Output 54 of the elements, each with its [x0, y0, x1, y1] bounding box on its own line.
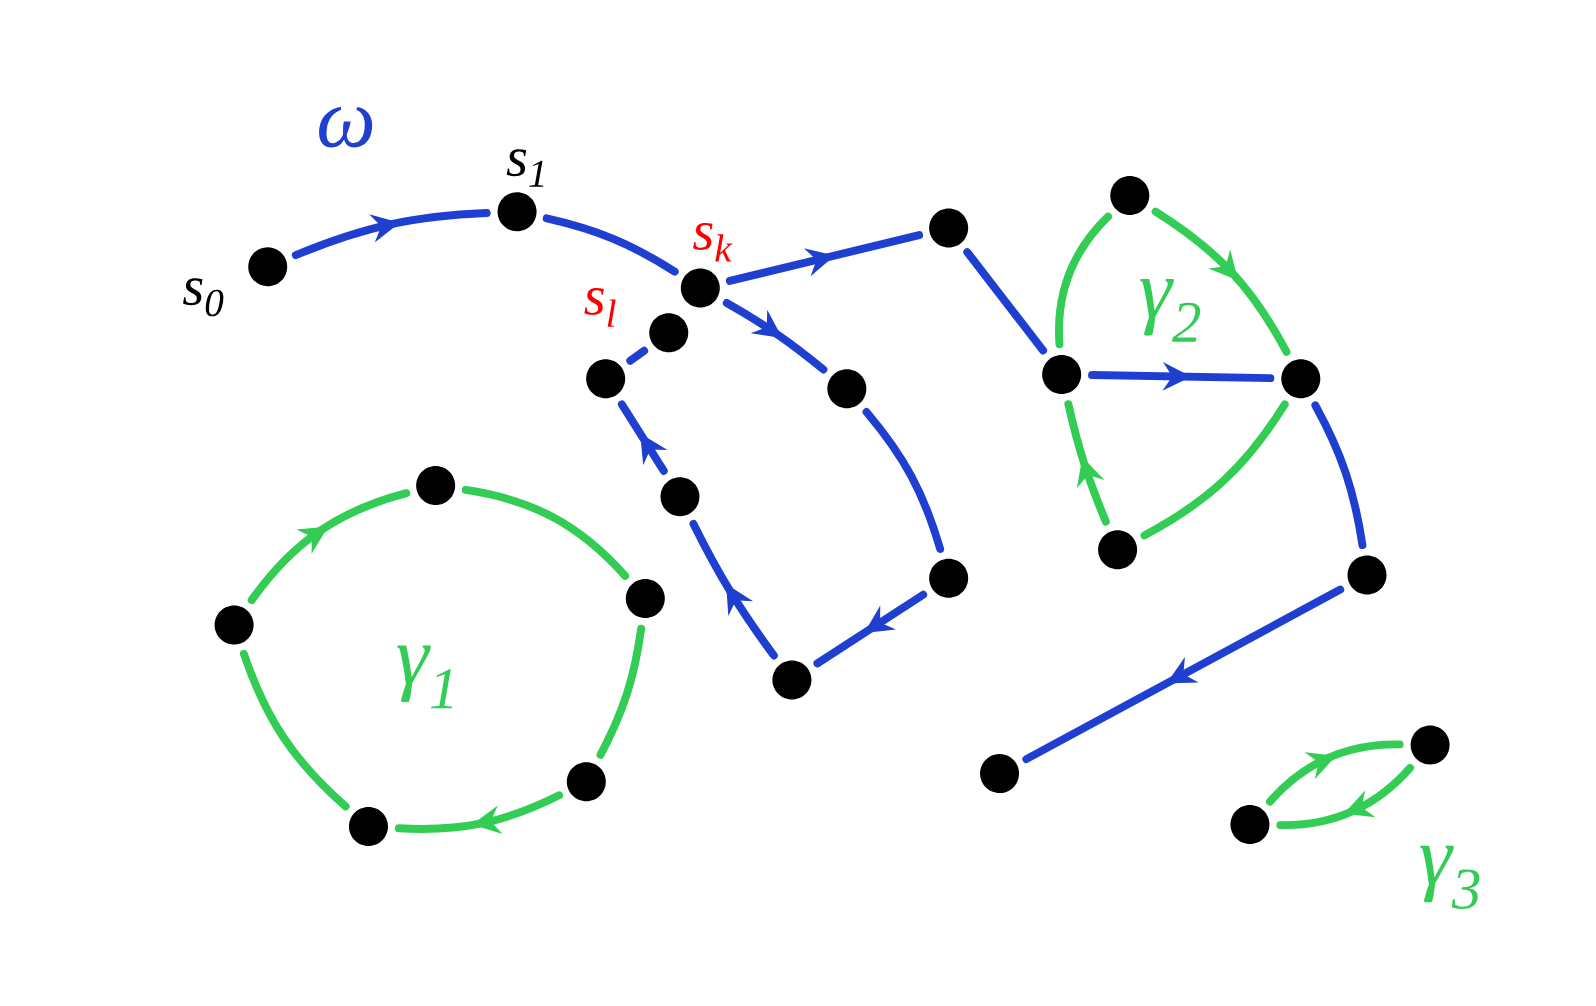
dot	[929, 558, 969, 598]
arrow	[813, 590, 928, 668]
dot	[1230, 804, 1270, 844]
dot	[566, 762, 606, 802]
dot	[1410, 725, 1450, 765]
arrow	[1266, 740, 1404, 806]
dot	[1042, 355, 1082, 395]
vertex-label: s$_{l}$	[584, 288, 616, 327]
dot	[827, 369, 867, 409]
dot	[586, 359, 626, 399]
connector-line	[862, 408, 945, 553]
arrow	[722, 299, 828, 374]
math-symbol: γ$_{2}$	[1140, 279, 1201, 342]
connector-line	[542, 214, 679, 276]
arrow	[1022, 585, 1345, 764]
connector-line	[461, 485, 630, 580]
arrow	[247, 489, 411, 605]
arrow	[1276, 763, 1415, 830]
dot	[1110, 175, 1150, 215]
dot	[416, 466, 456, 505]
vertex-label: s$_{0}$	[183, 278, 224, 317]
math-symbol: γ$_{3}$	[1420, 845, 1480, 910]
dot	[1281, 359, 1321, 399]
arrow	[291, 209, 491, 260]
arrow	[725, 231, 924, 285]
dot	[348, 807, 388, 846]
dot	[214, 605, 254, 645]
arrow	[617, 400, 668, 475]
arrow	[689, 519, 778, 660]
dot	[680, 268, 720, 308]
connector-line	[626, 346, 649, 365]
dot	[1347, 555, 1387, 595]
math-symbol: ω	[319, 107, 373, 148]
connector-line	[1140, 400, 1289, 540]
connector-line	[596, 624, 646, 759]
dot	[248, 247, 288, 287]
dot	[980, 754, 1020, 794]
dot	[1098, 530, 1138, 570]
arrow	[394, 791, 564, 834]
vertex-label: s$_{1}$	[506, 149, 544, 187]
math-symbol: γ$_{1}$	[397, 645, 453, 709]
dot	[497, 192, 537, 232]
dot	[649, 313, 689, 353]
dot	[625, 579, 665, 618]
arrow	[1064, 400, 1110, 526]
connector-line	[1055, 212, 1112, 349]
dot	[929, 208, 969, 248]
connector-line	[963, 248, 1048, 355]
connector-line	[239, 649, 350, 811]
arrow	[1151, 207, 1291, 356]
connector-line	[1311, 401, 1367, 549]
dot	[772, 660, 812, 700]
dot	[660, 477, 700, 517]
vertex-label: s$_{k}$	[693, 222, 733, 262]
